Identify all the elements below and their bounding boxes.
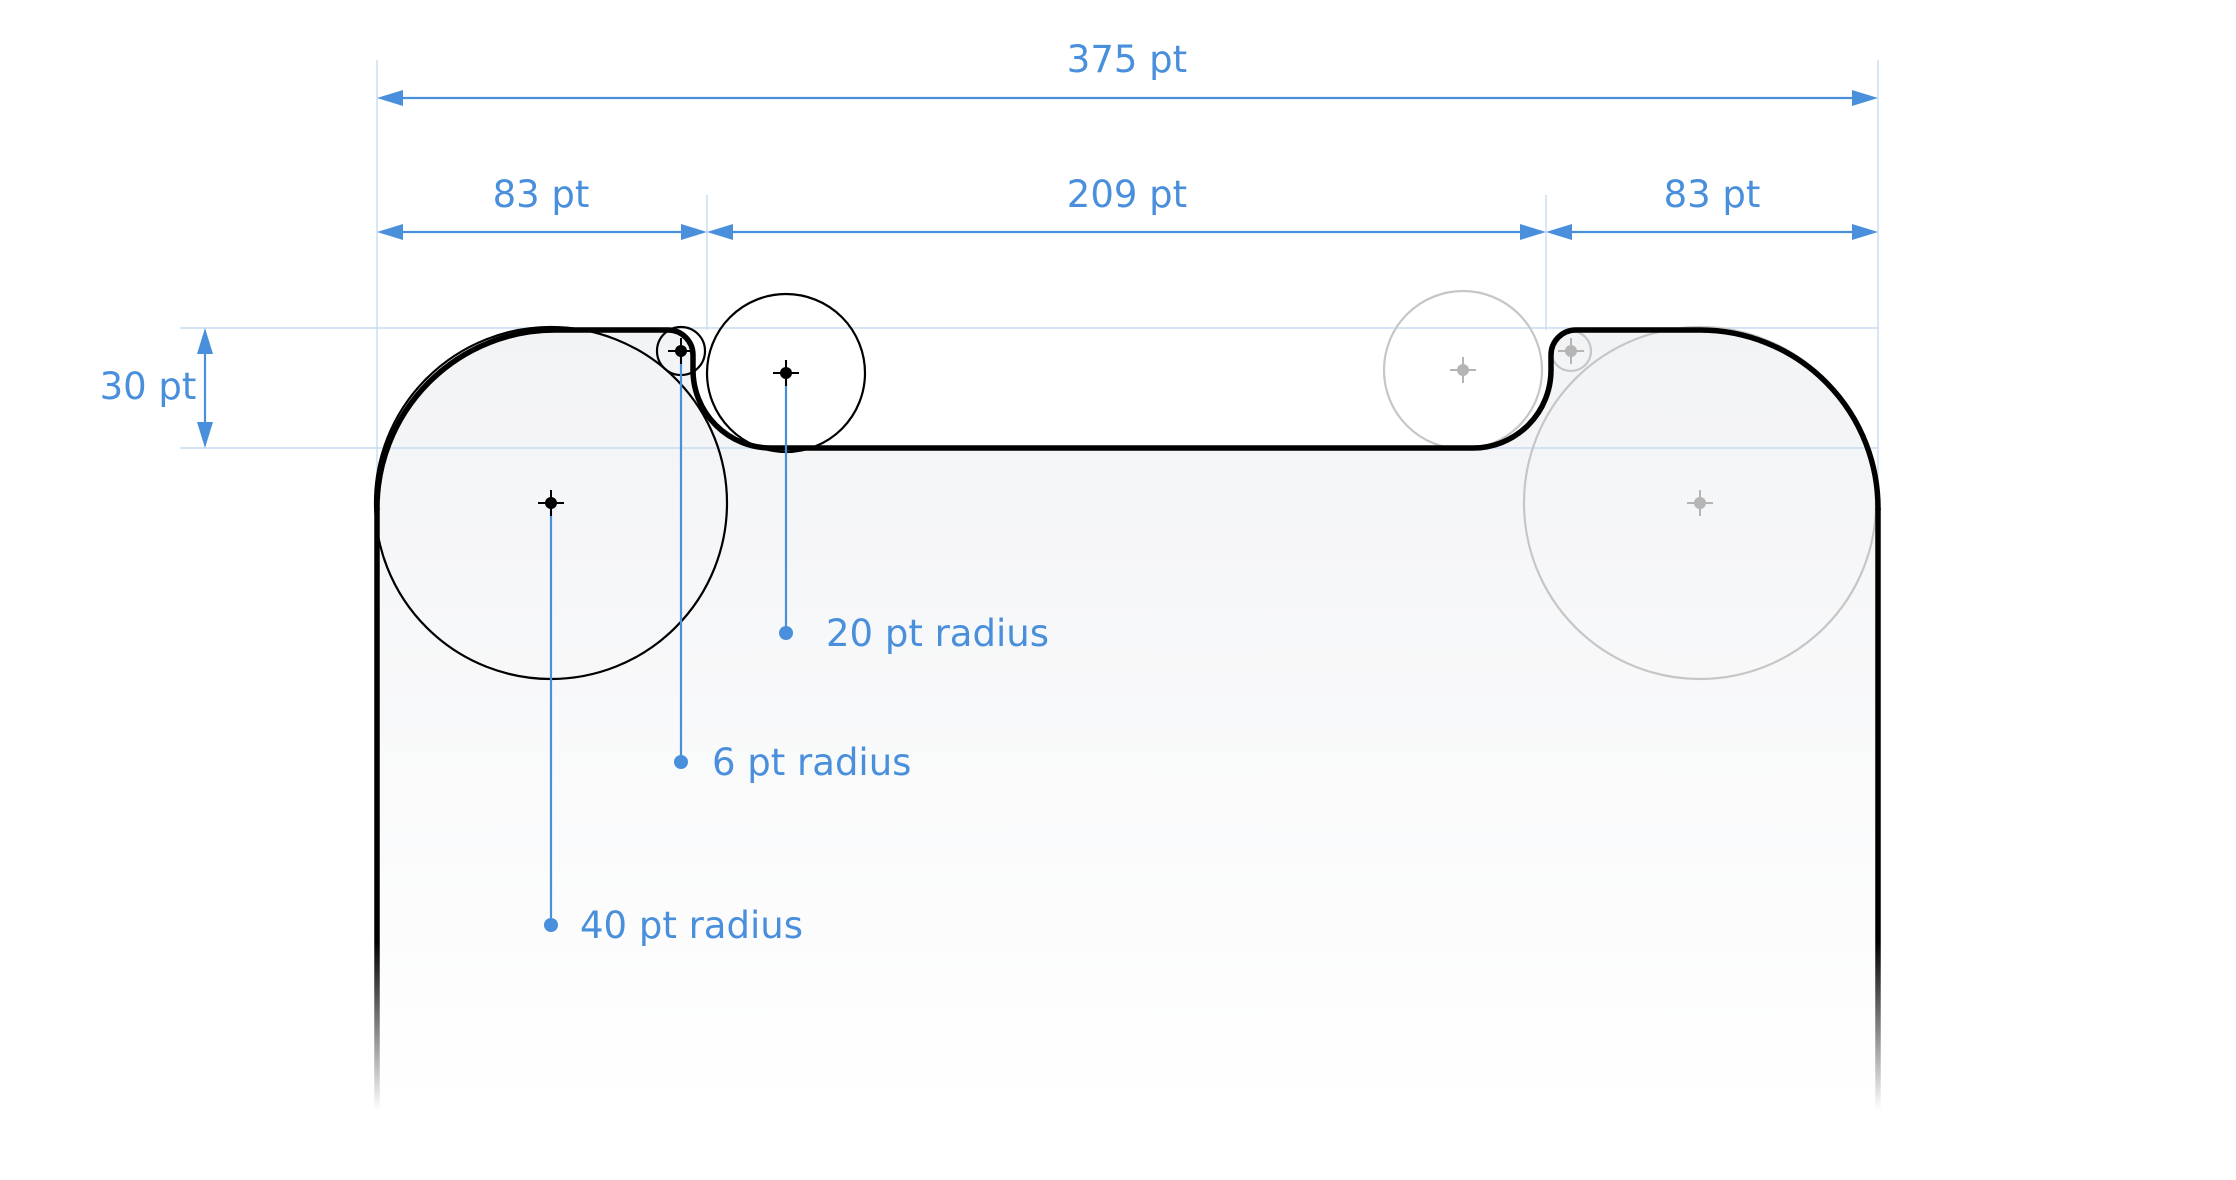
dimension-right-ear: 83 pt: [1546, 173, 1878, 240]
center-marker-screen-corner-left: [538, 490, 564, 516]
center-marker-notch-corner-right: [1450, 357, 1476, 383]
dimension-notch-width: 209 pt: [707, 173, 1546, 240]
notch-height-label: 30 pt: [100, 365, 197, 408]
dimension-notch-height: 30 pt: [100, 328, 213, 448]
callout-leaders: [544, 351, 793, 932]
total-width-label: 375 pt: [1067, 38, 1187, 81]
center-marker-notch-shoulder-right: [1558, 338, 1584, 364]
screen-outline-left-side: [374, 508, 380, 1110]
dimension-left-ear: 83 pt: [377, 173, 707, 240]
screen-area: [376, 330, 1879, 1110]
center-marker-notch-corner-left: [773, 360, 799, 386]
screen-corner-radius-label: 40 pt radius: [580, 904, 803, 947]
left-ear-width-label: 83 pt: [493, 173, 590, 216]
right-ear-width-label: 83 pt: [1664, 173, 1761, 216]
notch-shoulder-radius-label: 6 pt radius: [712, 741, 911, 784]
notch-width-label: 209 pt: [1067, 173, 1187, 216]
center-marker-notch-shoulder-left: [668, 338, 694, 364]
notch-corner-radius-label: 20 pt radius: [826, 612, 1049, 655]
screen-outline-right-side: [1875, 508, 1881, 1110]
dimension-total-width: 375 pt: [377, 38, 1878, 106]
center-marker-screen-corner-right: [1687, 490, 1713, 516]
screen-outline-top: [374, 327, 1881, 511]
